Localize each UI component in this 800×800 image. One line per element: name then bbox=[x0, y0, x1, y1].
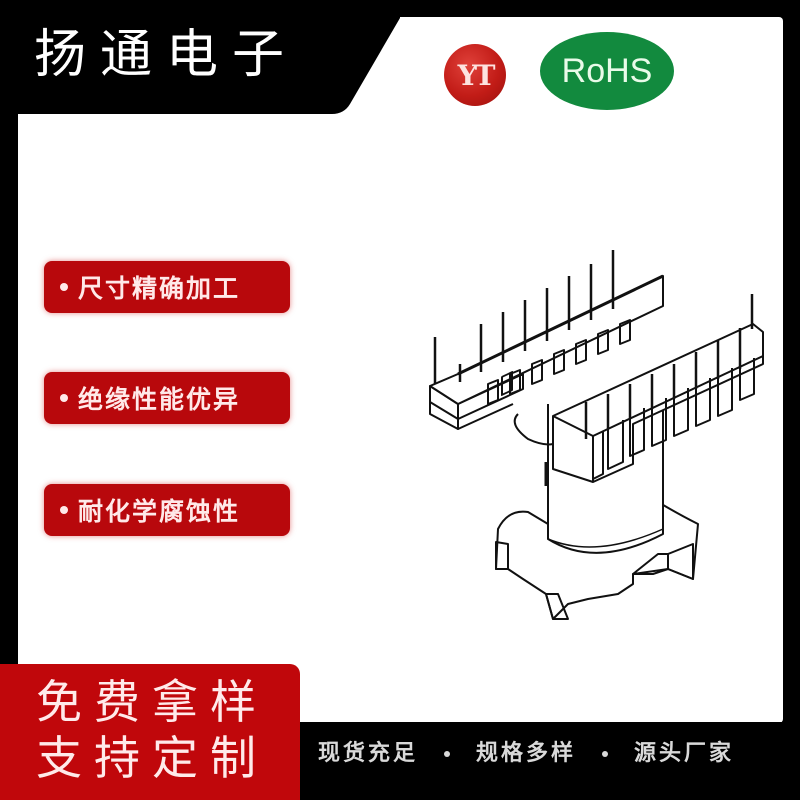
feature-text: 绝缘性能优异 bbox=[78, 385, 241, 414]
tagline-item-variety: 规格多样 bbox=[476, 741, 577, 766]
yt-logo-badge: YT bbox=[444, 44, 506, 106]
feature-text: 尺寸精确加工 bbox=[78, 274, 241, 303]
header-tab-shape bbox=[0, 0, 400, 116]
brand-title: 扬通电子 bbox=[34, 25, 299, 85]
promo-customization: 支持定制 bbox=[36, 731, 268, 785]
tagline-item-stock: 现货充足 bbox=[318, 741, 419, 766]
yt-logo-text: YT bbox=[457, 58, 496, 92]
rohs-text: RoHS bbox=[561, 51, 653, 90]
bullet-icon bbox=[60, 394, 68, 402]
tagline-item-manufacturer: 源头厂家 bbox=[634, 741, 735, 766]
promo-block: 免费拿样 支持定制 bbox=[0, 664, 300, 800]
feature-label-precision: 尺寸精确加工 bbox=[44, 261, 290, 313]
feature-label-chemical-resistance: 耐化学腐蚀性 bbox=[44, 484, 290, 536]
feature-label-insulation: 绝缘性能优异 bbox=[44, 372, 290, 424]
bullet-icon bbox=[60, 283, 68, 291]
bullet-icon bbox=[60, 506, 68, 514]
feature-text: 耐化学腐蚀性 bbox=[78, 497, 241, 526]
header-tab: 扬通电子 bbox=[0, 0, 400, 116]
rohs-badge: RoHS bbox=[540, 32, 674, 110]
transformer-bobbin-drawing-icon bbox=[418, 224, 778, 644]
tagline: 现货充足 规格多样 源头厂家 bbox=[318, 734, 734, 774]
promo-free-sample: 免费拿样 bbox=[36, 675, 268, 729]
separator-dot-icon bbox=[444, 751, 451, 757]
separator-dot-icon bbox=[602, 751, 609, 757]
tagline-bar: 现货充足 规格多样 源头厂家 bbox=[300, 722, 800, 800]
